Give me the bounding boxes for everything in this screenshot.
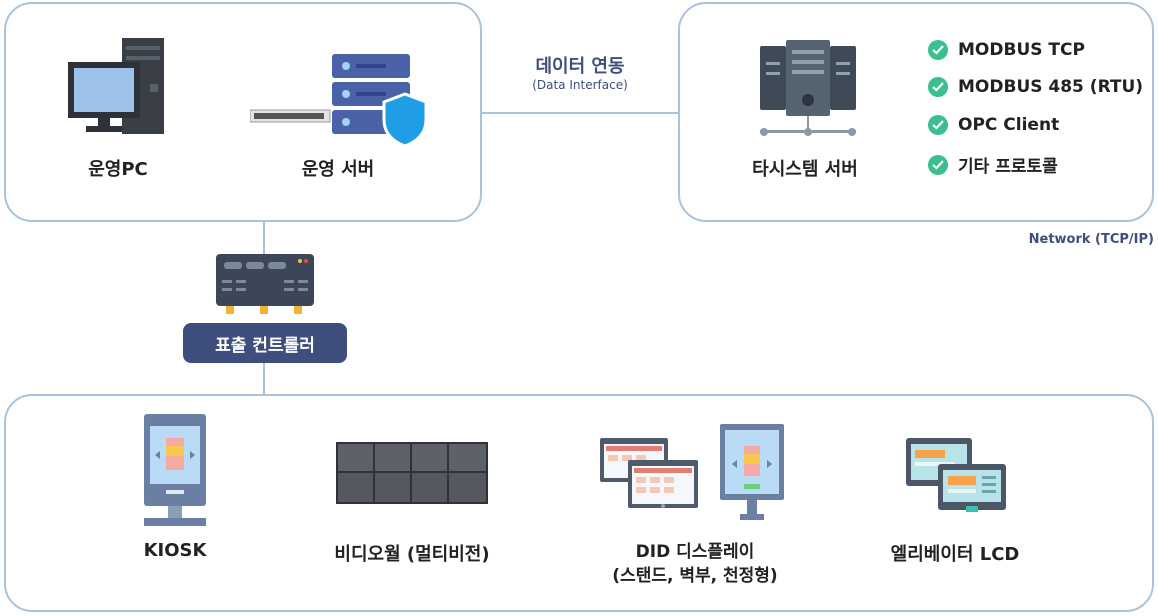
kiosk-icon bbox=[142, 414, 208, 530]
data-interface-title: 데이터 연동 bbox=[535, 56, 625, 77]
external-server-label: 타시스템 서버 bbox=[752, 159, 858, 180]
videowall-label: 비디오월 (멀티비전) bbox=[334, 544, 490, 565]
network-server-icon bbox=[756, 38, 860, 142]
videowall-icon bbox=[336, 442, 488, 508]
operation-server-label: 운영 서버 bbox=[301, 159, 375, 180]
protocol-item: MODBUS TCP bbox=[928, 40, 1085, 60]
check-icon bbox=[928, 77, 948, 97]
check-icon bbox=[928, 154, 948, 175]
kiosk-label: KIOSK bbox=[143, 540, 207, 561]
controller-bottom-line bbox=[263, 362, 265, 396]
elevator-lcd-label: 엘리베이터 LCD bbox=[890, 544, 1020, 565]
protocol-item: OPC Client bbox=[928, 115, 1059, 135]
did-label-line1: DID 디스플레이 bbox=[635, 542, 755, 562]
display-controller-label: 표출 컨트롤러 bbox=[183, 323, 347, 363]
protocol-item: 기타 프로토콜 bbox=[928, 152, 1058, 177]
operation-pc-label: 운영PC bbox=[88, 159, 148, 180]
rack-server-shield-icon bbox=[249, 50, 430, 154]
check-icon bbox=[928, 40, 948, 60]
controller-board-icon bbox=[216, 254, 314, 320]
protocol-item: MODBUS 485 (RTU) bbox=[928, 77, 1143, 97]
data-interface-subtitle: (Data Interface) bbox=[532, 78, 628, 92]
did-label-line2: (스탠드, 벽부, 천정형) bbox=[612, 566, 778, 586]
protocol-label: MODBUS TCP bbox=[958, 40, 1085, 60]
protocol-label: MODBUS 485 (RTU) bbox=[958, 77, 1144, 97]
interface-connector-line bbox=[480, 112, 680, 114]
protocol-label: OPC Client bbox=[958, 115, 1060, 135]
did-display-icon bbox=[598, 424, 788, 530]
protocol-label: 기타 프로토콜 bbox=[958, 157, 1058, 177]
elevator-lcd-icon bbox=[904, 436, 1008, 520]
check-icon bbox=[928, 115, 948, 135]
controller-top-line bbox=[263, 220, 265, 256]
desktop-pc-icon bbox=[66, 34, 170, 142]
external-system-box bbox=[678, 2, 1154, 222]
network-label: Network (TCP/IP) bbox=[1028, 232, 1154, 247]
